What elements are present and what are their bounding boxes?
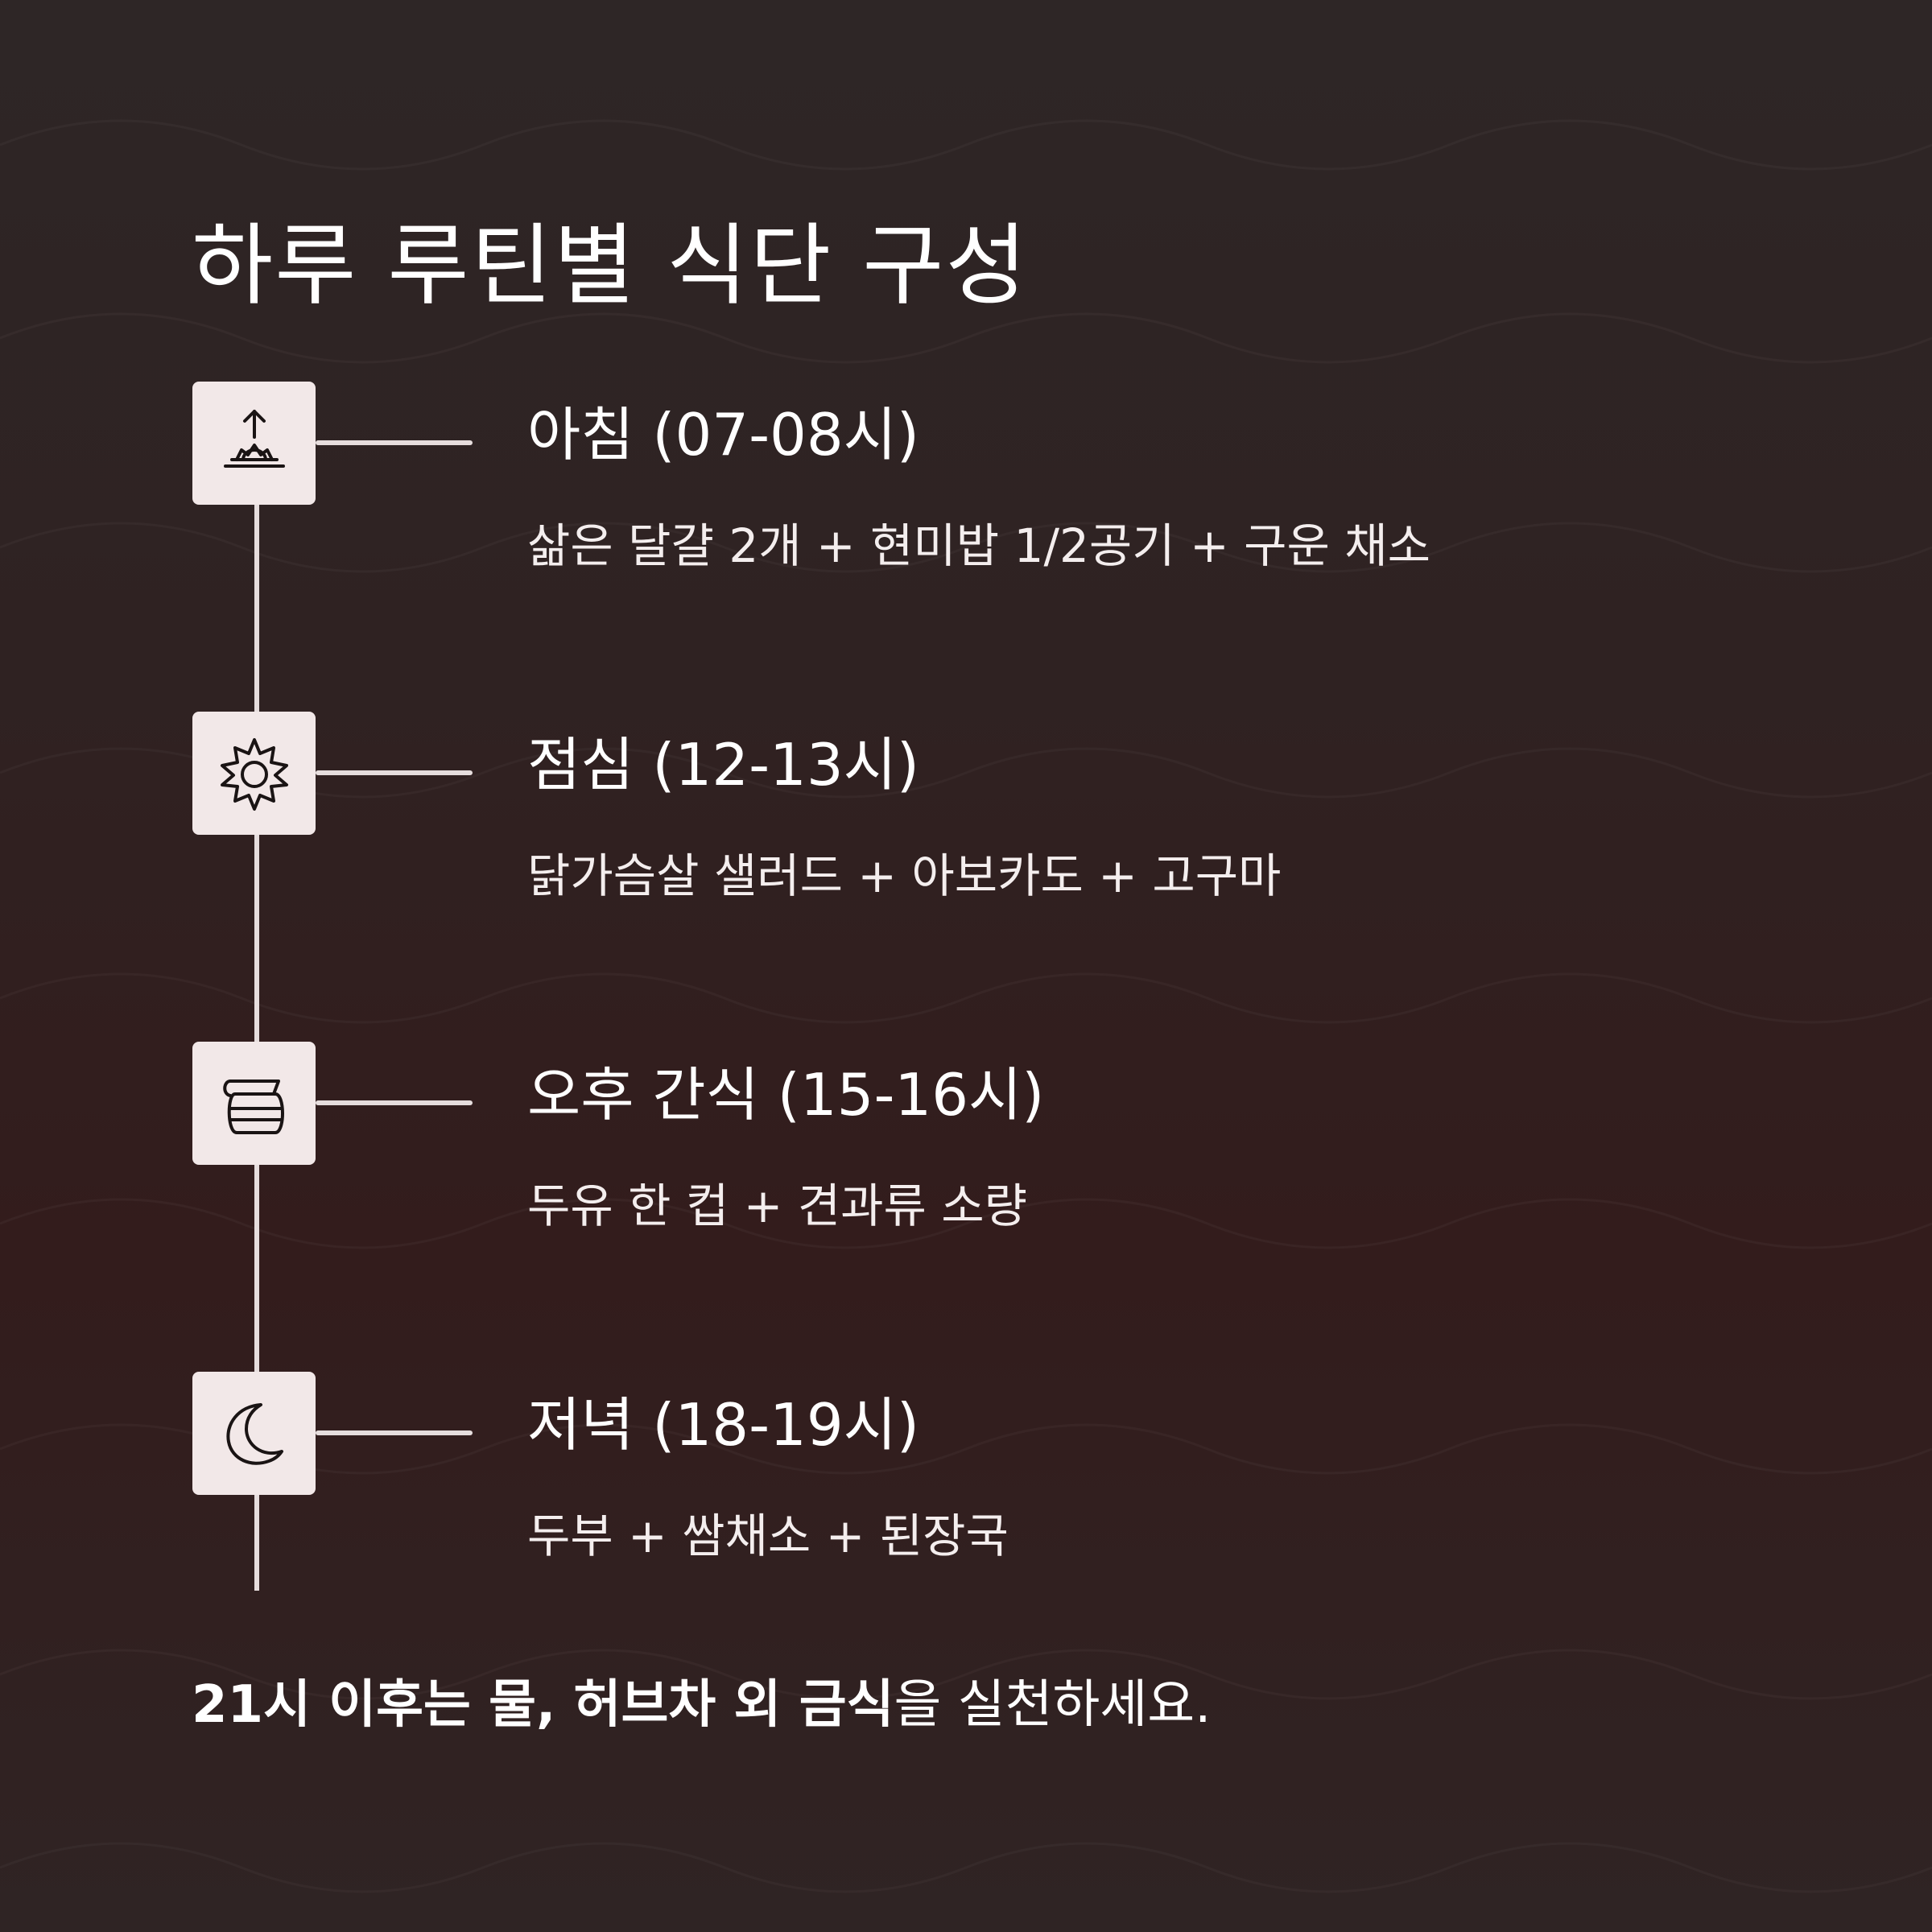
meal-name: 아침 (07-08시) <box>527 401 920 469</box>
meal-lunch: 점심 (12-13시) 닭가슴살 샐러드 + 아보카도 + 고구마 <box>0 712 1932 921</box>
moon-icon <box>225 1402 283 1465</box>
meal-food: 두부 + 쌈채소 + 된장국 <box>527 1509 1009 1563</box>
timeline-connector <box>316 1100 473 1105</box>
meal-dinner: 저녁 (18-19시) 두부 + 쌈채소 + 된장국 <box>0 1372 1932 1581</box>
meal-icon-box <box>192 712 316 835</box>
page-title: 하루 루틴별 식단 구성 <box>192 214 1029 317</box>
sunrise-icon <box>223 409 285 468</box>
sun-icon <box>220 737 288 811</box>
meal-food: 닭가슴살 샐러드 + 아보카도 + 고구마 <box>527 848 1282 903</box>
meal-name: 저녁 (18-19시) <box>527 1391 920 1459</box>
timeline-connector <box>316 770 473 775</box>
meal-food: 삶은 달걀 2개 + 현미밥 1/2공기 + 구운 채소 <box>527 518 1430 573</box>
meal-name: 점심 (12-13시) <box>527 731 920 799</box>
footer-note: 21시 이후는 물, 허브차 외 금식을 실천하세요. <box>192 1663 1211 1737</box>
timeline-line <box>254 483 259 1591</box>
meal-breakfast: 아침 (07-08시) 삶은 달걀 2개 + 현미밥 1/2공기 + 구운 채소 <box>0 382 1932 591</box>
meal-icon-box <box>192 1042 316 1165</box>
meal-icon-box <box>192 1372 316 1495</box>
timeline-connector <box>316 1430 473 1435</box>
meal-food: 두유 한 컵 + 견과류 소량 <box>527 1179 1028 1233</box>
meal-icon-box <box>192 382 316 505</box>
pitcher-icon <box>222 1079 284 1134</box>
meal-name: 오후 간식 (15-16시) <box>527 1061 1045 1129</box>
timeline-connector <box>316 440 473 445</box>
footer-bold: 21시 이후는 물, 허브차 외 금식 <box>192 1675 894 1735</box>
footer-regular: 을 실천하세요. <box>894 1675 1212 1735</box>
meal-snack: 오후 간식 (15-16시) 두유 한 컵 + 견과류 소량 <box>0 1042 1932 1251</box>
